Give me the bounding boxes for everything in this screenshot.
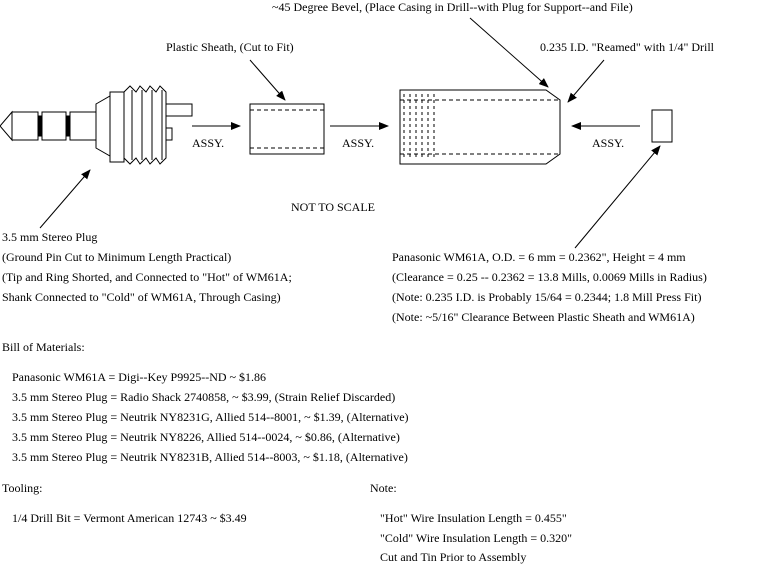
assy-label-2: ASSY. (342, 136, 375, 150)
mic-note: Panasonic WM61A, O.D. = 6 mm = 0.2362", … (392, 250, 686, 264)
note-item: "Cold" Wire Insulation Length = 0.320" (380, 531, 573, 545)
reamed-label: 0.235 I.D. "Reamed" with 1/4" Drill (540, 40, 715, 54)
not-to-scale-label: NOT TO SCALE (291, 200, 376, 214)
plug-note: Shank Connected to "Cold" of WM61A, Thro… (2, 290, 281, 304)
bom-item: 3.5 mm Stereo Plug = Neutrik NY8231B, Al… (12, 450, 408, 464)
assy-label-1: ASSY. (192, 136, 225, 150)
bom-item: 3.5 mm Stereo Plug = Radio Shack 2740858… (12, 390, 396, 404)
mic-note: (Clearance = 0.25 -- 0.2362 = 13.8 Mills… (392, 270, 707, 284)
tooling-heading: Tooling: (2, 481, 43, 495)
mic-note: (Note: 0.235 I.D. is Probably 15/64 = 0.… (392, 290, 702, 304)
plug-note: 3.5 mm Stereo Plug (2, 230, 98, 244)
plug-note: (Ground Pin Cut to Minimum Length Practi… (2, 250, 232, 264)
assy-label-3: ASSY. (592, 136, 625, 150)
tooling-item: 1/4 Drill Bit = Vermont American 12743 ~… (12, 511, 247, 525)
note-item: Cut and Tin Prior to Assembly (380, 550, 527, 564)
microphone-capsule-drawing (651, 109, 673, 143)
bom-heading: Bill of Materials: (2, 340, 85, 354)
note-item: "Hot" Wire Insulation Length = 0.455" (380, 511, 567, 525)
casing-drawing (399, 89, 561, 165)
sheath-label: Plastic Sheath, (Cut to Fit) (166, 40, 294, 54)
leader-lines (39, 17, 661, 249)
bom-item: 3.5 mm Stereo Plug = Neutrik NY8226, All… (12, 430, 400, 444)
plastic-sheath-drawing (249, 103, 325, 155)
mic-note: (Note: ~5/16" Clearance Between Plastic … (392, 310, 695, 324)
bevel-label: ~45 Degree Bevel, (Place Casing in Drill… (272, 0, 633, 14)
bom-item: 3.5 mm Stereo Plug = Neutrik NY8231G, Al… (12, 410, 409, 424)
note-heading: Note: (370, 481, 397, 495)
bom-item: Panasonic WM61A = Digi--Key P9925--ND ~ … (12, 370, 267, 384)
stereo-plug-drawing (0, 85, 193, 165)
plug-note: (Tip and Ring Shorted, and Connected to … (2, 270, 292, 284)
